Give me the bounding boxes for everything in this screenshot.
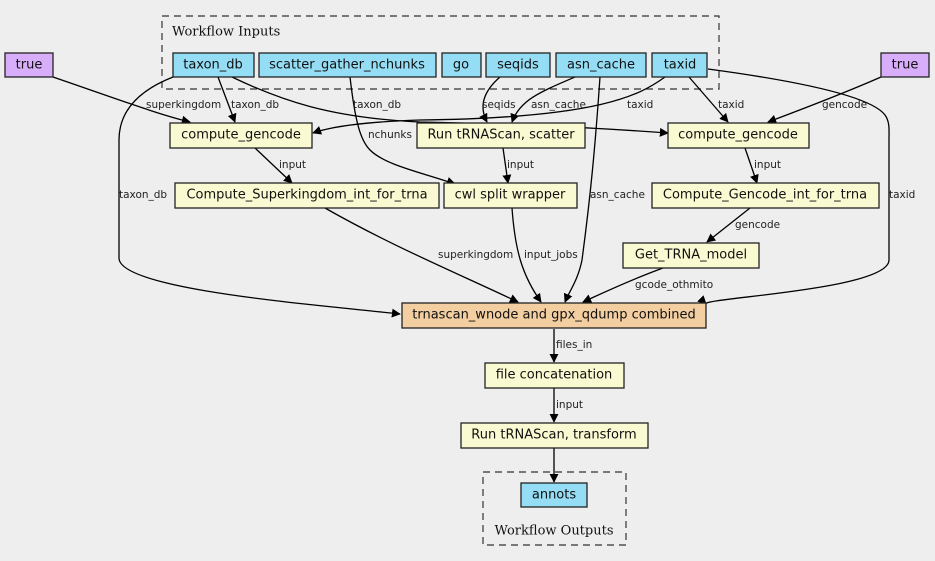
edge-split-to-combined — [511, 207, 542, 303]
edge-label: input — [556, 399, 583, 411]
node-label: cwl split wrapper — [455, 188, 566, 203]
node-label: annots — [532, 488, 576, 503]
edge-label: nchunks — [368, 129, 412, 141]
edge-label: seqids — [482, 99, 516, 111]
node-input-taxid[interactable]: taxid — [651, 52, 708, 78]
edge-cg-right-to-gencode-int — [744, 147, 759, 184]
edge-taxondb-to-compute-gencode-right — [231, 76, 669, 137]
edge-label: input — [279, 159, 306, 171]
node-label: Compute_Gencode_int_for_trna — [663, 188, 867, 203]
node-true-left[interactable]: true — [4, 52, 54, 78]
node-label: Get_TRNA_model — [635, 248, 747, 263]
edge-scatter-to-split — [502, 147, 512, 184]
edge-true-to-compute-gencode-left — [52, 76, 191, 125]
node-label: taxon_db — [183, 58, 243, 73]
edge-label: gencode — [822, 99, 867, 111]
edge-taxondb-to-combined — [118, 76, 401, 318]
edge-model-to-combined — [582, 267, 664, 303]
edge-label: gencode — [735, 219, 780, 231]
node-trnascan-combined[interactable]: trnascan_wnode and gpx_qdump combined — [401, 302, 707, 329]
node-label: seqids — [497, 58, 539, 73]
node-file-concatenation[interactable]: file concatenation — [484, 362, 625, 389]
edge-label: taxid — [627, 99, 653, 111]
node-run-trnascan-transform[interactable]: Run tRNAScan, transform — [460, 422, 649, 449]
node-label: true — [16, 58, 43, 73]
node-label: trnascan_wnode and gpx_qdump combined — [412, 308, 695, 323]
edge-label: taxon_db — [353, 99, 401, 111]
edge-label: input — [507, 159, 534, 171]
node-label: taxid — [664, 58, 697, 73]
edge-labels: superkingdom taxon_db taxon_db nchunks s… — [119, 99, 915, 411]
node-cwl-split-wrapper[interactable]: cwl split wrapper — [443, 182, 578, 209]
edge-label: taxid — [718, 99, 744, 111]
edge-label: asn_cache — [590, 189, 645, 201]
node-run-trnascan-scatter[interactable]: Run tRNAScan, scatter — [416, 122, 586, 149]
workflow-outputs-cluster: Workflow Outputs — [482, 471, 627, 546]
edge-label: files_in — [556, 339, 592, 351]
edge-taxid-to-compute-gencode-left — [312, 76, 666, 135]
edge-true-to-compute-gencode-right — [767, 76, 882, 124]
edge-superkingdom-to-combined — [324, 207, 519, 303]
edge-taxid-to-combined — [697, 68, 890, 305]
node-compute-superkingdom[interactable]: Compute_Superkingdom_int_for_trna — [174, 182, 440, 209]
node-compute-gencode-right[interactable]: compute_gencode — [667, 122, 810, 149]
node-output-annots[interactable]: annots — [520, 482, 588, 508]
edge-asncache-to-combined — [563, 76, 601, 303]
edge-cg-left-to-superkingdom — [254, 147, 293, 184]
node-get-trna-model[interactable]: Get_TRNA_model — [622, 242, 760, 269]
workflow-inputs-label: Workflow Inputs — [172, 25, 280, 40]
node-true-right[interactable]: true — [880, 52, 930, 78]
node-label: go — [453, 58, 469, 73]
node-input-scatter-gather-nchunks[interactable]: scatter_gather_nchunks — [258, 52, 437, 78]
node-label: compute_gencode — [181, 128, 301, 143]
edge-label: taxon_db — [231, 99, 279, 111]
node-label: scatter_gather_nchunks — [269, 58, 425, 73]
node-label: Compute_Superkingdom_int_for_trna — [186, 188, 427, 203]
edge-label: superkingdom — [438, 249, 513, 261]
edge-label: input — [754, 159, 781, 171]
node-input-asn-cache[interactable]: asn_cache — [555, 52, 647, 78]
workflow-inputs-cluster: Workflow Inputs — [161, 15, 720, 90]
edge-label: superkingdom — [146, 99, 221, 111]
edge-nchunks-to-split — [349, 76, 456, 186]
node-label: true — [892, 58, 919, 73]
edge-gencode-int-to-model — [706, 207, 751, 243]
node-input-taxon-db[interactable]: taxon_db — [172, 52, 255, 78]
edge-label: asn_cache — [531, 99, 586, 111]
node-input-go[interactable]: go — [441, 52, 482, 78]
edge-label: taxon_db — [119, 189, 167, 201]
edge-label: taxid — [889, 189, 915, 201]
node-label: Run tRNAScan, scatter — [427, 128, 575, 143]
node-label: asn_cache — [567, 58, 635, 73]
edges — [52, 68, 890, 483]
edge-label: input_jobs — [524, 249, 578, 261]
node-label: compute_gencode — [678, 128, 798, 143]
node-compute-gencode-int[interactable]: Compute_Gencode_int_for_trna — [651, 182, 880, 209]
edge-label: gcode_othmito — [635, 279, 713, 291]
node-compute-gencode-left[interactable]: compute_gencode — [169, 122, 313, 149]
workflow-outputs-label: Workflow Outputs — [495, 524, 614, 539]
node-label: Run tRNAScan, transform — [471, 428, 636, 443]
edge-taxondb-to-compute-gencode-left — [217, 76, 237, 123]
node-input-seqids[interactable]: seqids — [485, 52, 551, 78]
node-label: file concatenation — [496, 368, 613, 383]
edge-taxid-to-compute-gencode-right — [688, 76, 729, 123]
